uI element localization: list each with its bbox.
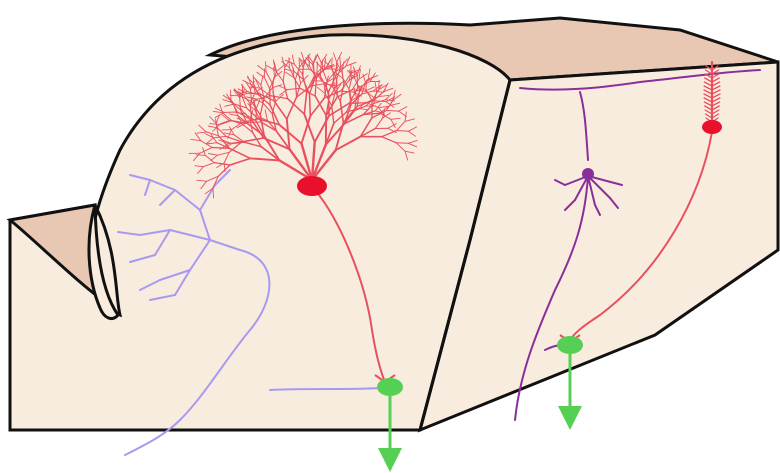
interneuron-soma [582, 168, 594, 180]
purkinje-soma [297, 176, 327, 196]
